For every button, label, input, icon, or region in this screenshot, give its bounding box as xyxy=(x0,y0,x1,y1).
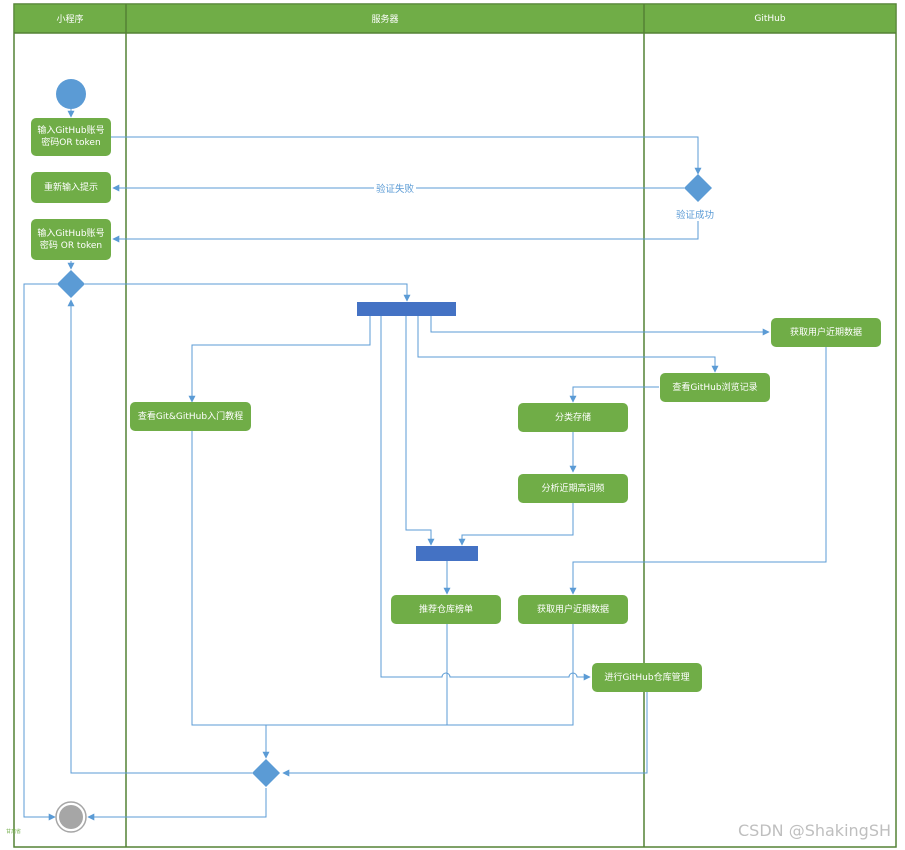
edge-merge-loop xyxy=(67,299,252,774)
edge-fork-history xyxy=(417,316,719,373)
edge-success-input2 xyxy=(112,218,699,243)
edge-repomanage-merge xyxy=(282,692,648,777)
start-node xyxy=(56,79,86,109)
node-get-recent-data-github: 获取用户近期数据 xyxy=(771,318,881,347)
node-input-credentials: 输入GitHub账号 密码OR token xyxy=(31,118,111,156)
node-repo-management: 进行GitHub仓库管理 xyxy=(592,663,702,692)
fork-bar xyxy=(357,302,456,316)
edge-analyze-join xyxy=(458,503,574,546)
edge-decision-end xyxy=(23,283,57,821)
lane-header-miniprogram: 小程序 xyxy=(56,15,84,25)
edge-getrecent-getrecent xyxy=(569,347,827,595)
lane-header-github: GitHub xyxy=(754,13,786,24)
node-get-recent-data-server: 获取用户近期数据 xyxy=(518,595,628,624)
decision-merge xyxy=(252,759,280,787)
node-view-tutorial: 查看Git&GitHub入门教程 xyxy=(130,402,251,431)
node-reenter-prompt: 重新输入提示 xyxy=(31,172,111,203)
edge-input1-decision xyxy=(111,136,702,175)
decision-auth xyxy=(684,174,712,202)
node-input-credentials-2: 输入GitHub账号 密码 OR token xyxy=(31,219,111,260)
edge-fork-join xyxy=(405,316,435,546)
node-recommend-repos: 推荐仓库榜单 xyxy=(391,595,501,624)
join-bar xyxy=(416,546,478,561)
edge-tutorial-merge xyxy=(191,431,574,726)
edge-history-classify xyxy=(569,386,659,403)
decision-client xyxy=(57,270,85,298)
watermark: CSDN @ShakingSH xyxy=(738,821,891,840)
node-analyze-frequency: 分析近期高词频 xyxy=(518,474,628,503)
label-auth-success: 验证成功 xyxy=(676,207,715,221)
edge-fork-repomanage xyxy=(380,316,591,681)
label-auth-fail: 验证失败 xyxy=(374,181,417,195)
edge-fork-tutorial xyxy=(188,316,371,403)
edge-decision-fork xyxy=(85,283,411,302)
edge-merge-end xyxy=(87,788,267,821)
end-node xyxy=(59,805,83,829)
side-text: 甘肃省 xyxy=(6,829,22,835)
node-classify-store: 分类存储 xyxy=(518,403,628,432)
lane-header-server: 服务器 xyxy=(371,15,399,25)
edge-fork-getrecent xyxy=(430,316,770,336)
node-view-browse-history: 查看GitHub浏览记录 xyxy=(660,373,770,402)
